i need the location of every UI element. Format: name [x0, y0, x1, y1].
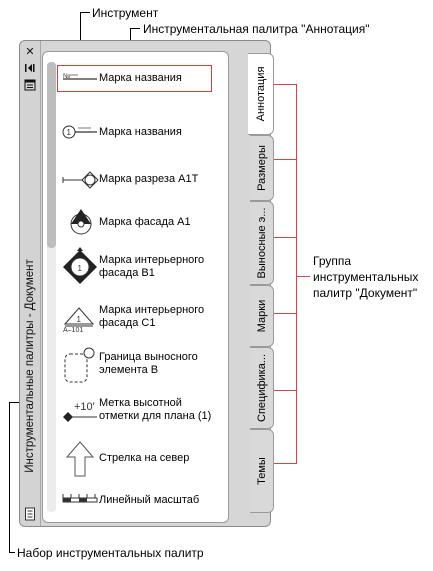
tab-annotation[interactable]: Аннотация: [248, 53, 274, 135]
tab-tags[interactable]: Марки: [250, 285, 274, 347]
tool-label: Стрелка на север: [99, 452, 190, 464]
bracket-tick-4: [274, 313, 296, 314]
tool-item[interactable]: № Марка названия: [59, 66, 224, 92]
tool-item[interactable]: Стрелка на север: [59, 440, 224, 480]
level-mark-icon: +10': [61, 395, 97, 433]
tool-label: Метка высотной отметки для плана (1): [99, 397, 212, 422]
bracket-tick-1: [274, 84, 296, 85]
autohide-icon[interactable]: [24, 62, 36, 74]
close-icon[interactable]: ✕: [25, 45, 35, 58]
tool-label: Линейный масштаб: [99, 494, 200, 506]
icon-text: A–101: [63, 327, 84, 334]
callout-palette-set: Набор инструментальных палитр: [17, 546, 204, 560]
bracket-to-label: [296, 276, 310, 277]
tool-item[interactable]: 1 Марка интерьерного фасада В1: [59, 247, 224, 297]
bracket-vertical: [296, 84, 297, 464]
leader-palette-h: [130, 28, 140, 29]
tool-label: Граница выносного элемента В: [99, 351, 198, 376]
tab-label: Выносные э...: [255, 207, 268, 279]
tab-label: Размеры: [255, 145, 268, 191]
tab-dimensions[interactable]: Размеры: [250, 135, 274, 201]
tab-schedules[interactable]: Специфика...: [250, 347, 274, 429]
palette-title: Инструментальные палитры - Документ: [21, 211, 39, 521]
interior-elevation-icon: 1: [61, 247, 97, 295]
title-mark-numbered-icon: 1: [61, 120, 97, 158]
tool-label: Марка названия: [99, 126, 182, 138]
tab-label: Аннотация: [254, 66, 267, 122]
icon-text: +10': [74, 401, 95, 413]
scrollbar-thumb[interactable]: [47, 62, 56, 248]
leader-palette-set-v: [9, 402, 10, 552]
scrollbar[interactable]: [47, 62, 56, 512]
detail-boundary-icon: [61, 345, 97, 391]
palette-list-icon[interactable]: [24, 507, 36, 521]
bracket-tick-2: [274, 159, 296, 160]
tool-label: Марка интерьерного фасада С1: [99, 304, 205, 329]
tool-item[interactable]: 1 A–101 Марка интерьерного фасада С1: [59, 296, 224, 342]
tool-label: Марка разреза А1Т: [99, 173, 199, 185]
svg-text:1: 1: [77, 315, 82, 324]
svg-text:1: 1: [78, 264, 83, 273]
leader-instrument-v: [80, 12, 81, 64]
tab-label: Темы: [255, 457, 268, 485]
tool-label: Марка фасада А1: [99, 216, 191, 228]
tool-palette-window: ✕ Инструментальные палитры - Документ № …: [19, 40, 274, 527]
tab-label: Специфика...: [255, 354, 268, 422]
tool-label: Марка интерьерного фасада В1: [99, 254, 205, 279]
leader-palette-set-bot: [9, 552, 15, 553]
tool-item[interactable]: Марка разреза А1Т: [59, 164, 224, 194]
leader-palette-set-top: [9, 402, 19, 403]
section-mark-icon: [61, 164, 99, 202]
elevation-mark-icon: [61, 202, 97, 240]
properties-icon[interactable]: [24, 79, 36, 91]
callout-annotation-palette: Инструментальная палитра "Аннотация": [143, 22, 370, 36]
selected-tool-highlight: [57, 65, 212, 92]
tool-item[interactable]: +10' Метка высотной отметки для плана (1…: [59, 395, 224, 435]
tool-item[interactable]: Линейный масштаб: [59, 488, 224, 514]
palette-titlebar[interactable]: ✕ Инструментальные палитры - Документ: [20, 41, 41, 526]
tool-item[interactable]: Граница выносного элемента В: [59, 345, 224, 391]
tab-callouts[interactable]: Выносные э...: [250, 201, 274, 285]
title-mark-icon: №: [61, 66, 97, 104]
leader-instrument-h: [80, 12, 90, 13]
callout-group-2: инструментальных: [313, 270, 419, 284]
tool-item[interactable]: Марка фасада А1: [59, 202, 224, 242]
leader-palette-v: [130, 28, 131, 40]
north-arrow-icon: [61, 440, 97, 480]
tool-item[interactable]: 1 Марка названия: [59, 120, 224, 146]
callout-instrument: Инструмент: [92, 6, 159, 20]
scale-bar-icon: [61, 488, 98, 514]
callout-group-3: палитр "Документ": [313, 286, 418, 300]
tool-label: Марка названия: [99, 72, 182, 84]
tab-themes[interactable]: Темы: [250, 429, 274, 513]
svg-text:№: №: [63, 73, 71, 80]
interior-elevation-triangle-icon: 1 A–101: [61, 296, 97, 342]
bracket-tick-3: [274, 237, 296, 238]
palette-title-text: Инструментальные палитры - Документ: [24, 259, 36, 473]
callout-group-1: Группа: [313, 254, 352, 268]
svg-text:1: 1: [67, 128, 72, 137]
tab-label: Марки: [255, 299, 268, 333]
palette-content: № Марка названия 1 Марка названия Марка …: [42, 51, 229, 523]
bracket-tick-6: [274, 463, 296, 464]
bracket-tick-5: [274, 390, 296, 391]
